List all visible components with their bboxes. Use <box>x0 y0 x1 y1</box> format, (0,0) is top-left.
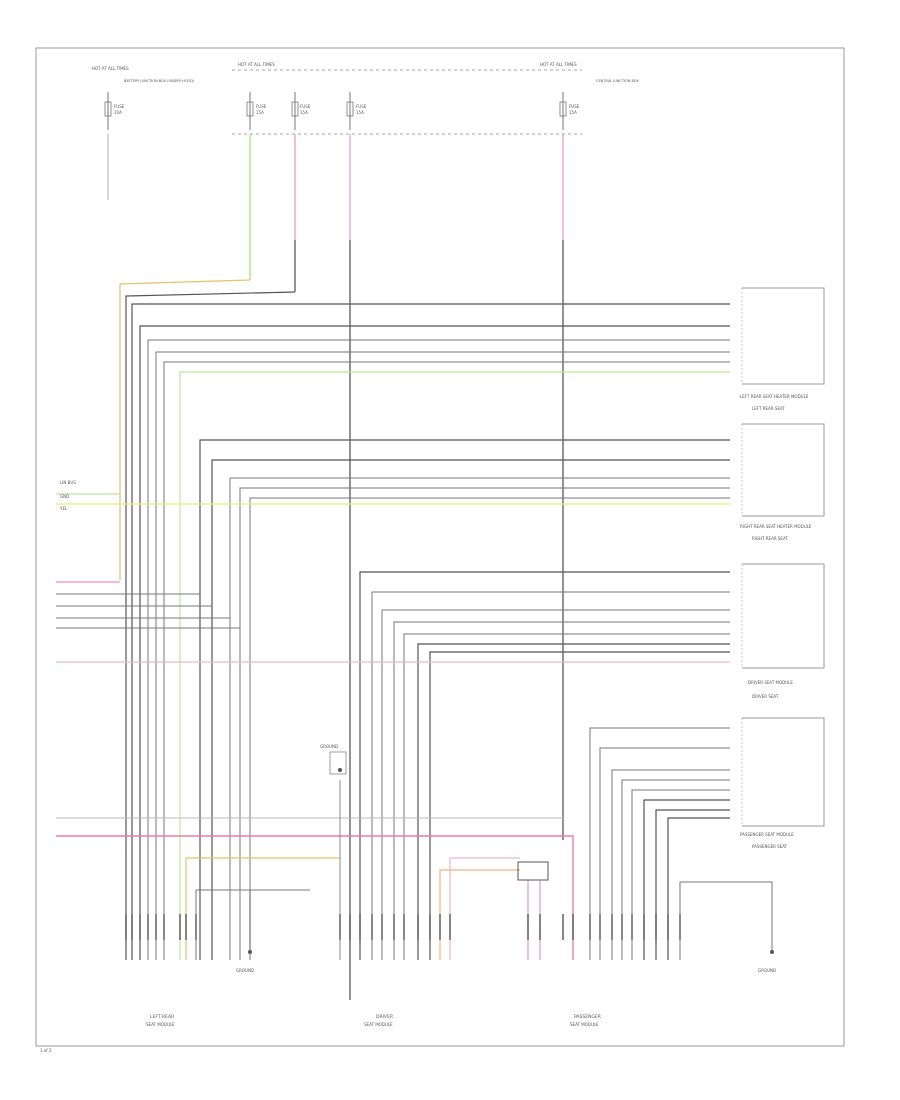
fuse-rating: 15A <box>300 110 308 115</box>
fuse-name: FUSE <box>300 104 311 109</box>
connector-sublabel: DRIVER SEAT <box>752 694 779 699</box>
switch-box <box>329 751 347 775</box>
connector-box <box>741 287 825 385</box>
wire <box>381 609 730 960</box>
wire <box>667 817 730 960</box>
wire <box>155 351 730 960</box>
wire <box>179 371 730 960</box>
module-label: PASSENGER <box>574 1014 601 1020</box>
fuse-box-label: HOT AT ALL TIMES <box>238 62 275 67</box>
wire <box>611 769 730 960</box>
wire <box>621 779 730 960</box>
wire <box>163 361 730 960</box>
wire <box>679 881 773 960</box>
wire <box>147 339 730 960</box>
wire <box>199 439 730 960</box>
fuse-icon <box>559 92 567 130</box>
wire <box>403 633 730 960</box>
fuse-box-name: BATTERY JUNCTION BOX (UNDER HOOD) <box>124 79 195 83</box>
wire <box>371 591 730 960</box>
fuse-icon <box>104 92 112 130</box>
fuse-name: FUSE <box>114 104 125 109</box>
module-connector <box>125 914 197 940</box>
connector-box <box>741 717 825 827</box>
connector-label: RIGHT REAR SEAT HEATER MODULE <box>740 524 812 529</box>
fuse-box-label: HOT AT ALL TIMES <box>540 62 577 67</box>
ground-icon <box>338 768 342 772</box>
fuse-rating: 15A <box>569 110 577 115</box>
bus-label: LIN BUS <box>60 480 76 485</box>
wire <box>439 869 520 960</box>
fuse-icon <box>291 92 299 130</box>
fuse-box-name: CENTRAL JUNCTION BOX <box>596 79 639 83</box>
wire <box>239 487 730 960</box>
wire <box>131 303 730 960</box>
connector-sublabel: LEFT REAR SEAT <box>752 406 785 411</box>
module-sublabel: SEAT MODULE <box>364 1022 393 1027</box>
connector-box <box>741 423 825 517</box>
connector-box <box>741 563 825 669</box>
wire <box>229 477 730 960</box>
page-footer: 1 of 2 <box>40 1048 52 1053</box>
switch-box <box>517 861 549 881</box>
ground-label: GROUND <box>236 968 254 973</box>
wire <box>393 621 730 960</box>
wire <box>139 325 730 960</box>
ground-label: GROUND <box>320 744 338 749</box>
wire <box>643 799 730 960</box>
fuse-box-label: HOT AT ALL TIMES <box>92 66 129 71</box>
module-label: DRIVER <box>376 1014 393 1020</box>
connector-label: DRIVER SEAT MODULE <box>748 680 793 685</box>
wire <box>599 747 730 960</box>
wire <box>211 459 730 960</box>
wire <box>655 809 730 960</box>
fuse-rating: 10A <box>114 110 122 115</box>
wire <box>185 857 340 960</box>
fuse-rating: 15A <box>256 110 264 115</box>
fuse-icon <box>346 92 354 130</box>
wire <box>417 643 730 960</box>
fuse-rating: 15A <box>356 110 364 115</box>
module-connector <box>527 914 681 940</box>
fuse-icon <box>246 92 254 130</box>
wire <box>589 727 730 960</box>
connector-label: LEFT REAR SEAT HEATER MODULE <box>740 394 809 399</box>
module-sublabel: SEAT MODULE <box>570 1022 599 1027</box>
wire <box>429 651 730 960</box>
wire <box>449 857 520 960</box>
ground-label: GROUND <box>758 968 776 973</box>
wire <box>195 889 310 960</box>
wire <box>249 497 730 960</box>
wire <box>125 291 296 960</box>
connector-sublabel: RIGHT REAR SEAT <box>752 536 788 541</box>
wire <box>359 571 730 960</box>
module-label: LEFT REAR <box>150 1014 174 1020</box>
fuse-name: FUSE <box>569 104 580 109</box>
module-sublabel: SEAT MODULE <box>146 1022 175 1027</box>
wire <box>631 789 730 960</box>
connector-label: PASSENGER SEAT MODULE <box>740 832 794 837</box>
module-connector <box>339 914 451 940</box>
connector-sublabel: PASSENGER SEAT <box>752 844 788 849</box>
bus-label: YEL <box>59 506 68 511</box>
wire <box>56 835 574 960</box>
fuse-name: FUSE <box>256 104 267 109</box>
fuse-name: FUSE <box>356 104 367 109</box>
bus-label: GND <box>60 494 69 499</box>
ground-icon <box>248 950 252 954</box>
wire <box>119 279 251 580</box>
ground-icon <box>770 950 774 954</box>
diagram-border <box>35 47 845 1047</box>
